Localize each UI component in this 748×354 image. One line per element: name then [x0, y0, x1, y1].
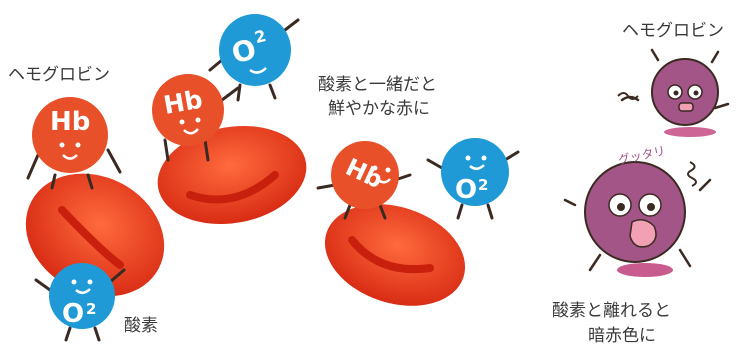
bright-red-label-line2: 鮮やかな赤に	[328, 99, 430, 119]
hb-text: Hb	[161, 85, 204, 120]
oxygen-character-top: O 2	[208, 14, 300, 102]
dark-hemoglobin-small	[617, 48, 730, 137]
dark-red-label-line1: 酸素と離れると	[552, 301, 671, 321]
o2-subscript: 2	[86, 300, 96, 318]
red-blood-cell-2	[157, 125, 307, 225]
oxygen-character-bottom: O 2	[34, 263, 126, 342]
dark-red-label-line2: 暗赤色に	[588, 326, 656, 346]
o2-subscript: 2	[478, 176, 488, 194]
hemoglobin-label-right: ヘモグロビン	[622, 21, 724, 41]
o2-text: O	[62, 299, 84, 329]
o2-text: O	[455, 175, 477, 205]
oxygen-character-right: O 2	[426, 138, 520, 220]
red-blood-cell-1	[25, 173, 165, 297]
o2-subscript: 2	[252, 26, 268, 47]
hemoglobin-label-left: ヘモグロビン	[8, 65, 110, 85]
hemoglobin-character-1: Hb	[26, 97, 122, 190]
hb-text: Hb	[50, 107, 90, 137]
red-blood-cell-3	[324, 204, 466, 306]
hemoglobin-character-3: Hb	[316, 141, 412, 220]
bright-red-label-line1: 酸素と一緒だと	[318, 75, 437, 95]
dark-hemoglobin-large: グッタリ	[563, 144, 712, 277]
oxygen-label: 酸素	[124, 316, 158, 336]
hemoglobin-character-2: Hb	[152, 74, 240, 162]
